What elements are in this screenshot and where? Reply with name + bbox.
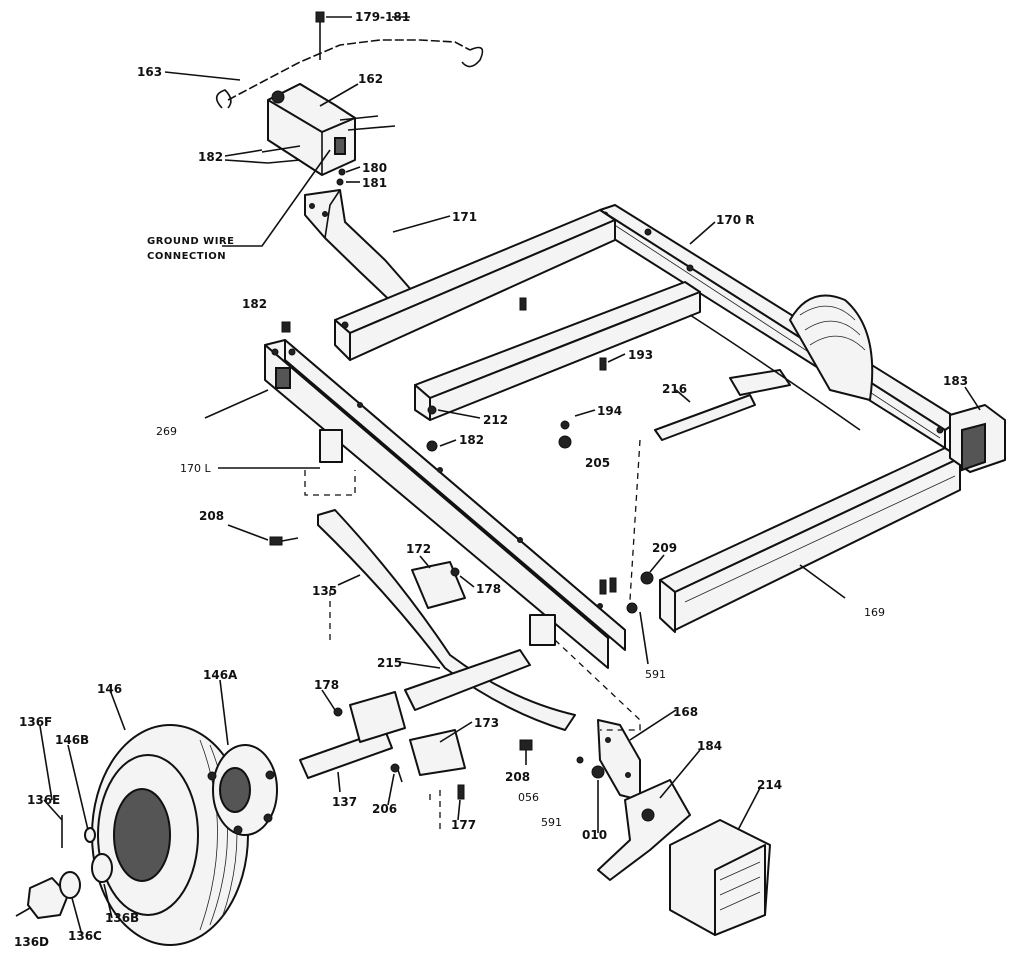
part-labels: 179-181 163 162 182 180 181 GROUND WIRE …: [14, 10, 968, 949]
label-169: 169: [864, 606, 885, 619]
label-136e: 136E: [27, 793, 60, 807]
license-bracket-184: [597, 779, 691, 881]
label-215: 215: [377, 656, 402, 670]
label-146a: 146A: [203, 668, 238, 682]
label-170l: 170 L: [180, 462, 211, 475]
label-137: 137: [332, 795, 357, 809]
spare-tire: [789, 294, 874, 401]
label-056: 056: [518, 791, 539, 804]
label-136f: 136F: [19, 715, 52, 729]
label-168: 168: [673, 705, 698, 719]
label-178-b: 178: [314, 678, 339, 692]
label-182-top: 182: [198, 150, 223, 164]
label-591-b: 591: [541, 816, 562, 829]
assembly-guides: [304, 439, 641, 830]
label-183: 183: [943, 374, 968, 388]
label-136b: 136B: [105, 911, 139, 925]
rear-crossmember-169: [659, 447, 961, 633]
label-216: 216: [662, 382, 687, 396]
label-208-a: 208: [199, 509, 224, 523]
label-136c: 136C: [68, 929, 102, 943]
hub-146a: [207, 744, 278, 836]
label-182-mid: 182: [242, 297, 267, 311]
label-184: 184: [697, 739, 722, 753]
label-177: 177: [451, 818, 476, 832]
leader-lines: [15, 71, 981, 936]
label-ground-wire-1: GROUND WIRE: [147, 236, 234, 247]
label-209: 209: [652, 541, 677, 555]
label-146b: 146B: [55, 733, 89, 747]
label-135: 135: [312, 584, 337, 598]
fasteners: [269, 168, 654, 800]
mid-crossmember: [414, 281, 701, 421]
wheel-tire-146: [91, 724, 249, 946]
front-crossmember: [334, 209, 616, 361]
safety-chain: [215, 39, 484, 109]
bolt-179-181: [315, 11, 410, 60]
label-182-low: 182: [459, 433, 484, 447]
label-163: 163: [137, 65, 162, 79]
label-212: 212: [483, 413, 508, 427]
label-172: 172: [406, 542, 431, 556]
label-162: 162: [358, 72, 383, 86]
label-010: 010: [582, 828, 607, 842]
tail-light-183: [949, 404, 1006, 473]
label-171: 171: [452, 210, 477, 224]
lamp-214: [669, 819, 771, 936]
label-193: 193: [628, 348, 653, 362]
label-181: 181: [362, 176, 387, 190]
leaf-spring-135: [317, 509, 576, 731]
label-269: 269: [156, 425, 177, 438]
label-136d: 136D: [14, 935, 49, 949]
label-205: 205: [585, 456, 610, 470]
bracket-168: [597, 719, 641, 801]
label-180: 180: [362, 161, 387, 175]
label-214: 214: [757, 778, 782, 792]
coupler-assembly: [261, 83, 396, 176]
label-170r: 170 R: [716, 213, 754, 227]
label-178-a: 178: [476, 582, 501, 596]
label-194: 194: [597, 404, 622, 418]
hub-hardware: [27, 815, 113, 919]
spring-hanger-216: [654, 314, 861, 441]
label-179-181: 179-181: [355, 10, 410, 24]
label-173: 173: [474, 716, 499, 730]
label-206: 206: [372, 802, 397, 816]
label-591-a: 591: [645, 668, 666, 681]
frame-rail-170l: [264, 339, 626, 669]
label-208-b: 208: [505, 770, 530, 784]
label-ground-wire-2: CONNECTION: [147, 251, 226, 262]
label-146: 146: [97, 682, 122, 696]
